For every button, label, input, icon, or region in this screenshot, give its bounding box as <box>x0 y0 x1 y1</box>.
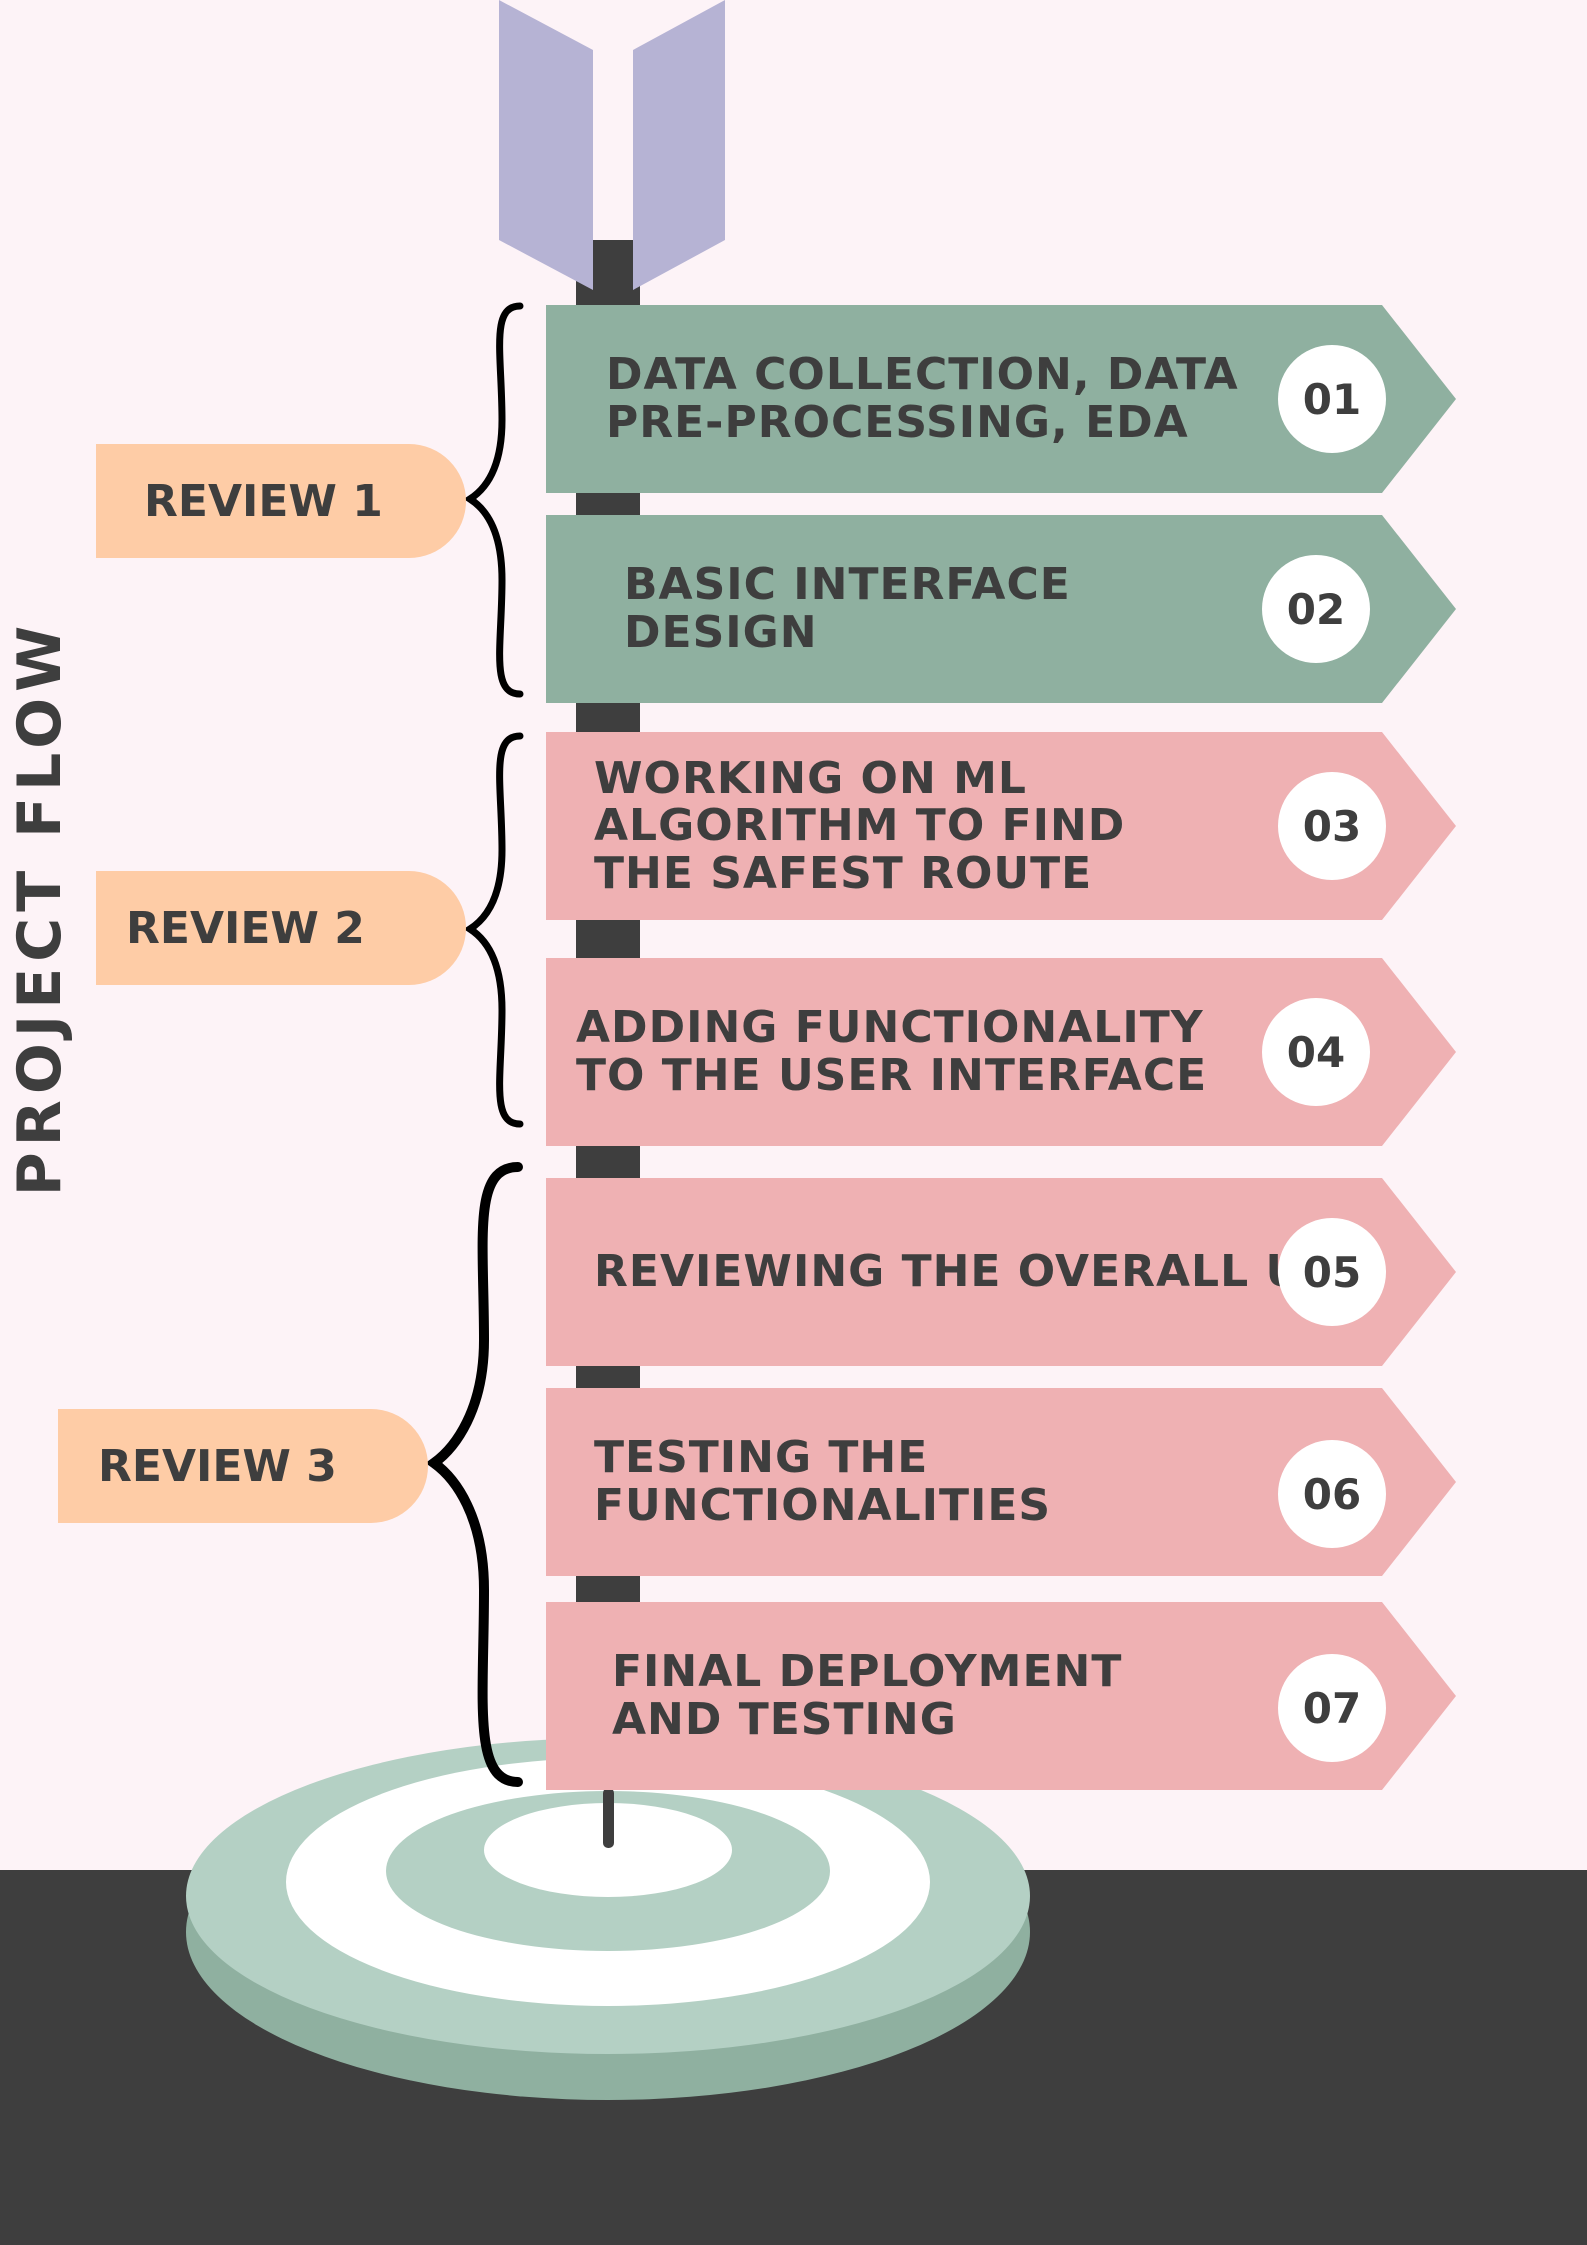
review-label: REVIEW 3 <box>98 1440 337 1492</box>
step-03: WORKING ON ML ALGORITHM TO FIND THE SAFE… <box>546 732 1456 920</box>
step-label: WORKING ON ML ALGORITHM TO FIND THE SAFE… <box>594 752 1126 899</box>
step-number-badge: 03 <box>1278 772 1386 880</box>
step-01: DATA COLLECTION, DATA PRE-PROCESSING, ED… <box>546 305 1456 493</box>
review-label: REVIEW 1 <box>144 475 383 527</box>
page-title: PROJECT FLOW <box>5 619 75 1197</box>
step-label: TESTING THE FUNCTIONALITIES <box>594 1432 1052 1531</box>
step-label: ADDING FUNCTIONALITY TO THE USER INTERFA… <box>576 1002 1208 1101</box>
arrow-fletching-right <box>633 0 725 290</box>
arrow-fletching-left <box>499 0 593 290</box>
review-2-brace <box>463 732 524 1128</box>
step-number-badge: 05 <box>1278 1218 1386 1326</box>
step-number-badge: 06 <box>1278 1440 1386 1548</box>
arrow-tip <box>603 1788 614 1848</box>
step-label: FINAL DEPLOYMENT AND TESTING <box>612 1646 1123 1745</box>
review-1-tag: REVIEW 1 <box>96 444 466 558</box>
step-04: ADDING FUNCTIONALITY TO THE USER INTERFA… <box>546 958 1456 1146</box>
step-number-badge: 04 <box>1262 998 1370 1106</box>
step-07: FINAL DEPLOYMENT AND TESTING 07 <box>546 1602 1456 1790</box>
step-label: DATA COLLECTION, DATA PRE-PROCESSING, ED… <box>606 349 1239 448</box>
step-02: BASIC INTERFACE DESIGN 02 <box>546 515 1456 703</box>
review-3-brace <box>425 1162 523 1787</box>
step-number-badge: 07 <box>1278 1654 1386 1762</box>
review-3-tag: REVIEW 3 <box>58 1409 428 1523</box>
step-label: BASIC INTERFACE DESIGN <box>624 559 1071 658</box>
step-06: TESTING THE FUNCTIONALITIES 06 <box>546 1388 1456 1576</box>
step-number-badge: 01 <box>1278 345 1386 453</box>
target-icon <box>186 1738 1030 2100</box>
review-1-brace <box>463 302 524 698</box>
review-2-tag: REVIEW 2 <box>96 871 466 985</box>
step-05: REVIEWING THE OVERALL UI 05 <box>546 1178 1456 1366</box>
step-label: REVIEWING THE OVERALL UI <box>594 1246 1320 1298</box>
step-number-badge: 02 <box>1262 555 1370 663</box>
review-label: REVIEW 2 <box>126 902 365 954</box>
